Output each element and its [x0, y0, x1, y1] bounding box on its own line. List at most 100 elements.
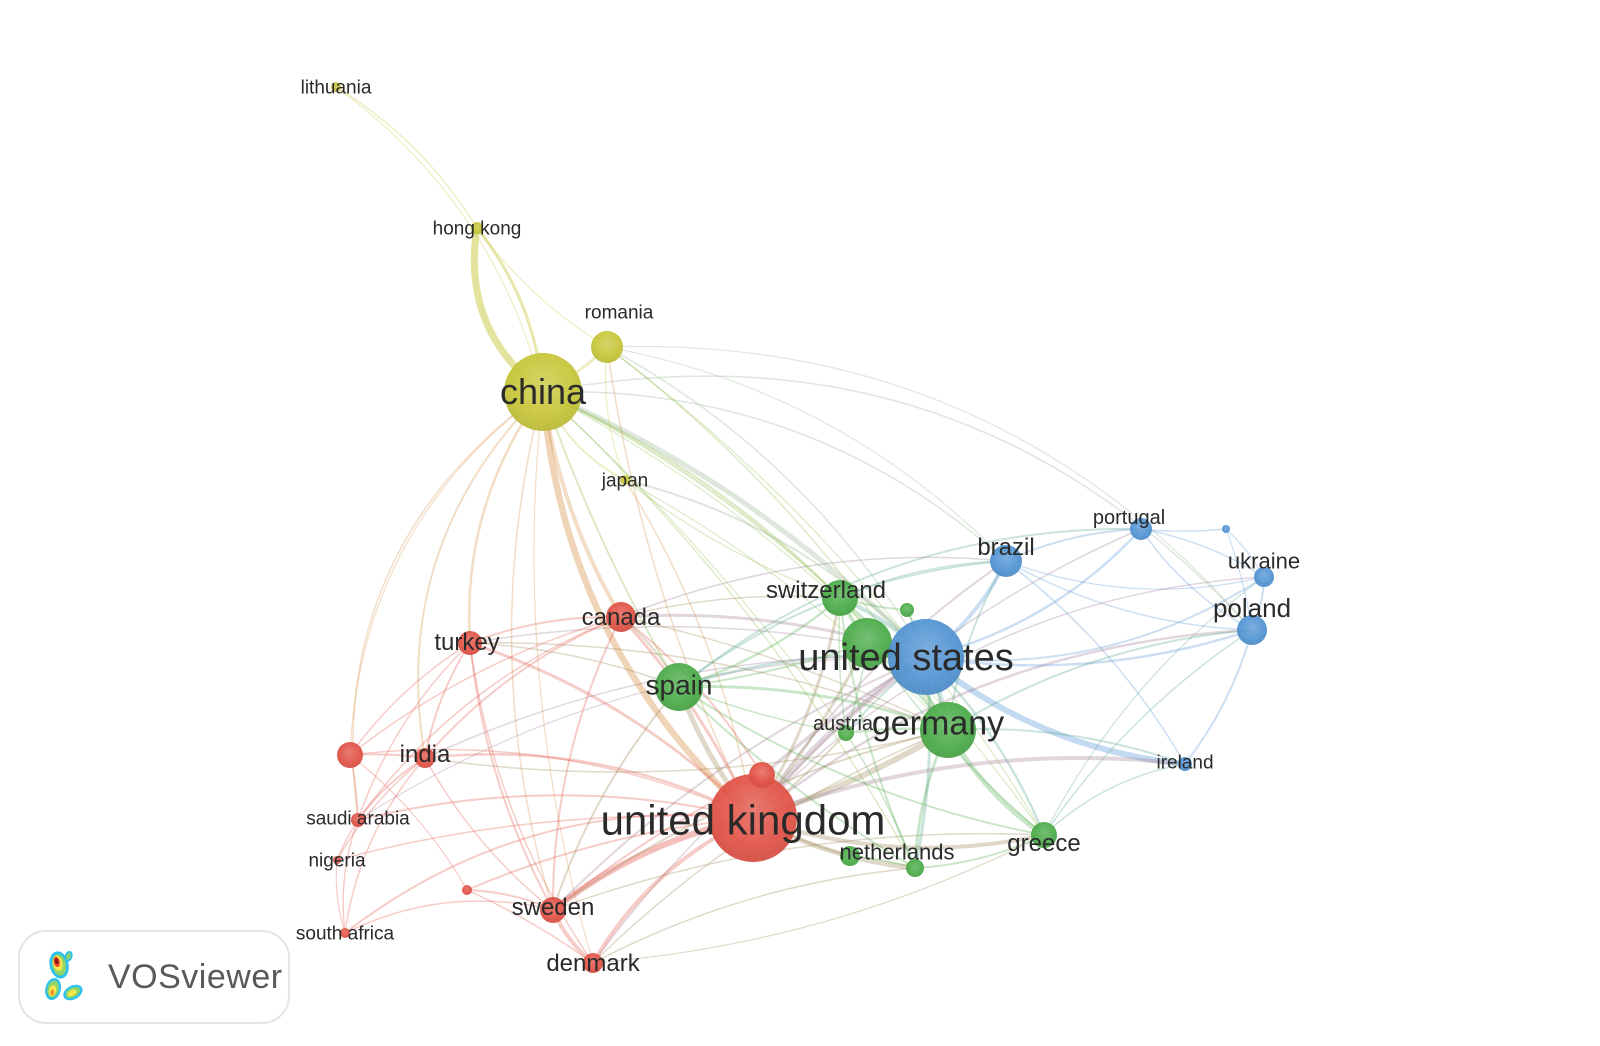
- node-b1[interactable]: [1222, 525, 1230, 533]
- edge-cn-gr: [542, 391, 1045, 836]
- edge-us-pl: [924, 628, 1254, 667]
- edge-uk-tr: [468, 641, 755, 820]
- edge-ch-br: [839, 560, 1007, 599]
- node-south-africa[interactable]: [340, 928, 350, 938]
- node-ireland[interactable]: [1178, 757, 1192, 771]
- edge-se-za: [344, 900, 554, 934]
- edge-de-es: [677, 684, 950, 732]
- edge-tr-dk: [469, 642, 594, 964]
- node-g2[interactable]: [842, 618, 892, 668]
- vosviewer-badge: VOSviewer: [18, 930, 290, 1024]
- edge-cn-us: [540, 389, 929, 660]
- node-brazil[interactable]: [990, 545, 1022, 577]
- edge-ca-in: [424, 616, 622, 759]
- node-japan[interactable]: [620, 475, 630, 485]
- edge-in-se: [424, 757, 554, 911]
- edge-cn-nl: [542, 391, 916, 869]
- node-germany[interactable]: [920, 702, 976, 758]
- node-g1[interactable]: [900, 603, 914, 617]
- edge-ro-br: [606, 346, 1007, 562]
- edge-uk-ng: [336, 814, 754, 861]
- edge-ro-uk: [606, 346, 754, 819]
- node-ukraine[interactable]: [1254, 567, 1274, 587]
- edge-pl-ie: [1184, 629, 1253, 765]
- node-r3[interactable]: [749, 762, 775, 788]
- edge-ca-r1: [349, 616, 622, 756]
- node-poland[interactable]: [1237, 615, 1267, 645]
- node-china[interactable]: [504, 353, 582, 431]
- edge-uk-ua: [752, 576, 1265, 819]
- node-united-states[interactable]: [888, 619, 964, 695]
- edge-ng-za: [335, 859, 346, 934]
- vosviewer-logo-icon: [45, 950, 83, 1001]
- edge-gr-se: [552, 832, 1045, 911]
- edge-uk-sa: [357, 794, 754, 821]
- edge-cn-pl: [542, 375, 1253, 631]
- edge-ua-pt: [1140, 528, 1265, 578]
- edge-nl-at: [845, 732, 916, 869]
- edge-tr-in: [424, 642, 471, 759]
- node-greece[interactable]: [1031, 822, 1057, 848]
- edge-r2-r1: [349, 754, 468, 891]
- edge-us-sa: [357, 656, 927, 821]
- node-saudi-arabia[interactable]: [351, 813, 365, 827]
- edge-cn-tr: [467, 390, 545, 645]
- node-netherlands[interactable]: [906, 859, 924, 877]
- edge-es-nl: [678, 686, 916, 869]
- node-hong-kong[interactable]: [471, 222, 483, 234]
- node-label-romania: romania: [585, 302, 654, 323]
- edge-pt-br: [1005, 528, 1142, 562]
- edge-us-jp: [624, 479, 927, 658]
- edge-in-za: [344, 757, 426, 934]
- edge-ro-pl: [606, 345, 1253, 631]
- edge-tr-se: [469, 642, 554, 911]
- edge-ch-ca: [620, 595, 841, 618]
- edge-es-se: [552, 686, 680, 911]
- node-turkey[interactable]: [458, 631, 482, 655]
- edge-gr-pl: [1043, 629, 1253, 836]
- node-spain[interactable]: [655, 663, 703, 711]
- edge-ua-br: [1005, 560, 1265, 590]
- edge-uk-pl: [751, 628, 1254, 820]
- node-romania[interactable]: [591, 331, 623, 363]
- node-nigeria[interactable]: [333, 856, 341, 864]
- edge-es-tr: [469, 642, 680, 688]
- edge-ro-jp: [604, 346, 626, 481]
- edge-sa-za: [342, 819, 359, 934]
- edges-layer: [335, 86, 1265, 965]
- edge-dk-gr: [592, 834, 1045, 964]
- edge-de-ca: [620, 616, 949, 731]
- edge-de-ie: [947, 728, 1186, 765]
- node-india[interactable]: [415, 748, 435, 768]
- edge-ca-sa: [357, 616, 622, 821]
- node-r2[interactable]: [462, 885, 472, 895]
- node-lithuania[interactable]: [331, 82, 341, 92]
- edge-cn-br: [542, 390, 1007, 562]
- edge-cn-ch: [542, 391, 841, 599]
- node-switzerland[interactable]: [822, 580, 858, 616]
- node-sweden[interactable]: [540, 897, 566, 923]
- node-austria[interactable]: [838, 725, 854, 741]
- edge-in-de: [424, 729, 949, 773]
- edge-hk-ro: [476, 227, 608, 348]
- node-g3[interactable]: [840, 846, 860, 866]
- edge-ca-se: [551, 616, 622, 911]
- edge-ie-br: [1005, 560, 1186, 765]
- edge-ca-br: [620, 556, 1007, 618]
- edge-cn-se: [510, 391, 554, 911]
- node-canada[interactable]: [606, 602, 636, 632]
- edge-cn-at: [542, 391, 847, 734]
- node-denmark[interactable]: [583, 953, 603, 973]
- node-united-kingdom[interactable]: [709, 774, 797, 862]
- edge-tr-sa: [357, 642, 471, 821]
- edge-in-sa: [357, 757, 426, 821]
- node-r1[interactable]: [337, 742, 363, 768]
- edge-pt-b1: [1140, 528, 1227, 532]
- edge-ca-tr: [469, 615, 622, 644]
- edge-dk-r2: [466, 889, 594, 964]
- edge-cn-de: [541, 390, 950, 732]
- edge-uk-in: [423, 753, 755, 820]
- edge-pl-br: [1005, 560, 1253, 631]
- node-portugal[interactable]: [1130, 518, 1152, 540]
